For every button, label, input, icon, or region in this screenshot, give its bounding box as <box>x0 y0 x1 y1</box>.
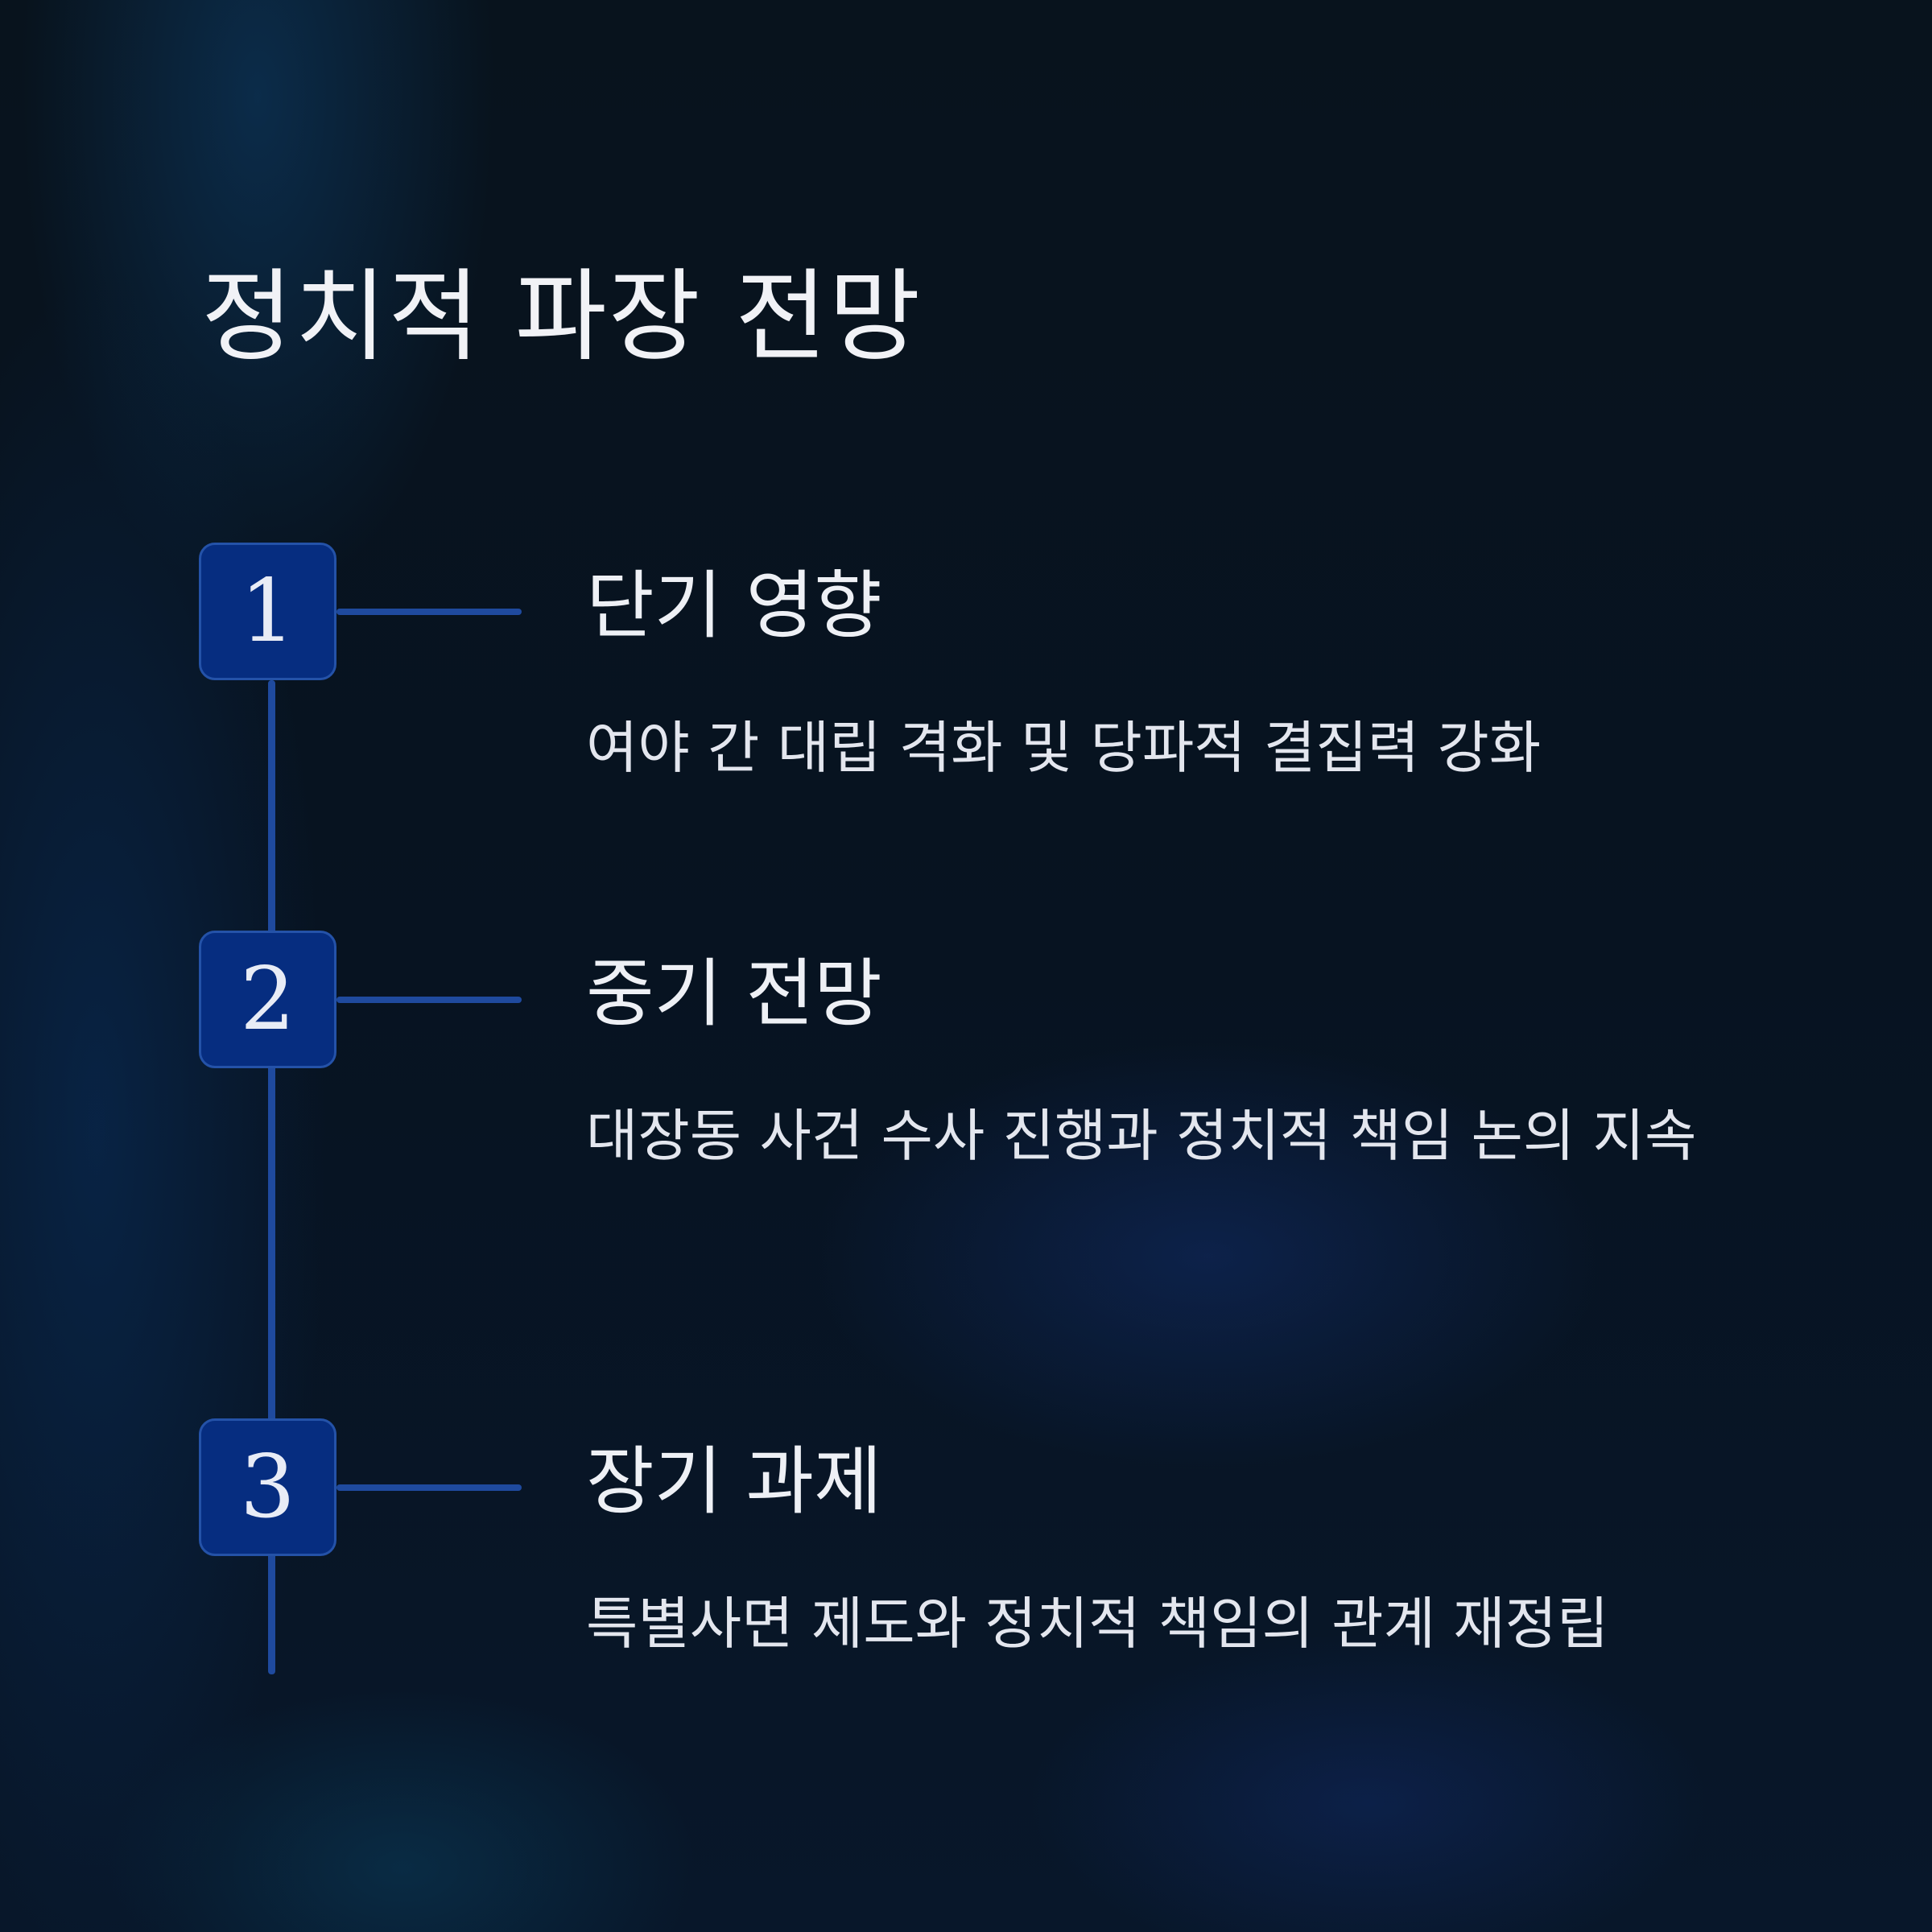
step-1-title: 단기 영향 <box>586 563 882 649</box>
step-1-connector <box>336 609 522 615</box>
page-title: 정치적 파장 전망 <box>201 259 923 375</box>
step-3-title: 장기 과제 <box>586 1439 882 1525</box>
step-3-badge: 3 <box>199 1418 336 1556</box>
step-2-connector <box>336 997 522 1003</box>
step-2-badge: 2 <box>199 931 336 1068</box>
step-2-description: 대장동 사건 수사 진행과 정치적 책임 논의 지속 <box>586 1103 1697 1169</box>
step-3-connector <box>336 1484 522 1491</box>
step-1-description: 여야 간 대립 격화 및 당파적 결집력 강화 <box>586 715 1542 781</box>
step-2-title: 중기 전망 <box>586 951 882 1037</box>
step-3-description: 특별사면 제도와 정치적 책임의 관계 재정립 <box>586 1591 1609 1657</box>
timeline-line <box>268 680 275 1674</box>
step-1-badge: 1 <box>199 543 336 680</box>
